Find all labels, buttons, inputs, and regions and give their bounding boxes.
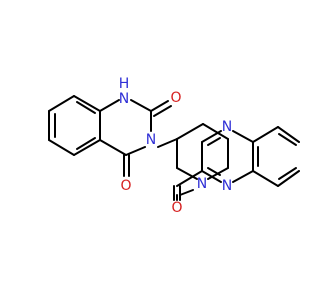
- bond: [277, 170, 300, 187]
- bond-inner: [278, 133, 297, 146]
- bond-inner: [76, 137, 96, 150]
- bond: [130, 99, 152, 112]
- bonds: [48, 95, 300, 201]
- atom-label-n3: N: [146, 132, 156, 148]
- bond-inner: [76, 101, 96, 114]
- bond: [232, 130, 254, 143]
- bond: [48, 95, 75, 112]
- atom-label-n-quinoxaline-1: N: [222, 119, 232, 135]
- bond-inner: [278, 167, 297, 180]
- bond: [73, 139, 101, 156]
- bond: [153, 105, 172, 117]
- bond: [125, 146, 146, 156]
- molecule-diagram: H N O N O N O N N: [48, 76, 300, 216]
- atom-label-n-quinoxaline-4: N: [222, 178, 232, 194]
- bond: [201, 130, 222, 143]
- bond: [99, 99, 120, 112]
- bond: [48, 139, 75, 156]
- atom-label-o-c2: O: [170, 90, 181, 106]
- bond: [176, 167, 198, 180]
- atom-label-o-c4: O: [120, 178, 131, 194]
- bond: [202, 123, 229, 140]
- bond: [201, 170, 222, 183]
- bond: [179, 189, 194, 196]
- atom-label-o-amide: O: [171, 200, 182, 216]
- bond: [150, 100, 169, 112]
- bond: [252, 126, 279, 143]
- bond: [157, 138, 178, 148]
- bond: [277, 126, 300, 143]
- atom-label-n1: N: [119, 91, 129, 107]
- bond: [232, 170, 254, 183]
- bond: [73, 95, 101, 112]
- bond-inner: [207, 167, 221, 176]
- bond: [176, 170, 203, 187]
- bond: [99, 139, 127, 156]
- bond: [252, 170, 279, 187]
- atom-labels: H N O N O N O N N: [119, 76, 233, 216]
- bond-inner: [207, 137, 221, 146]
- structure-drawing: H N O N O N O N N: [48, 76, 300, 216]
- atom-label-nh-h: H: [119, 76, 130, 92]
- atom-label-n-piperidine: N: [197, 176, 207, 192]
- bond: [176, 123, 204, 140]
